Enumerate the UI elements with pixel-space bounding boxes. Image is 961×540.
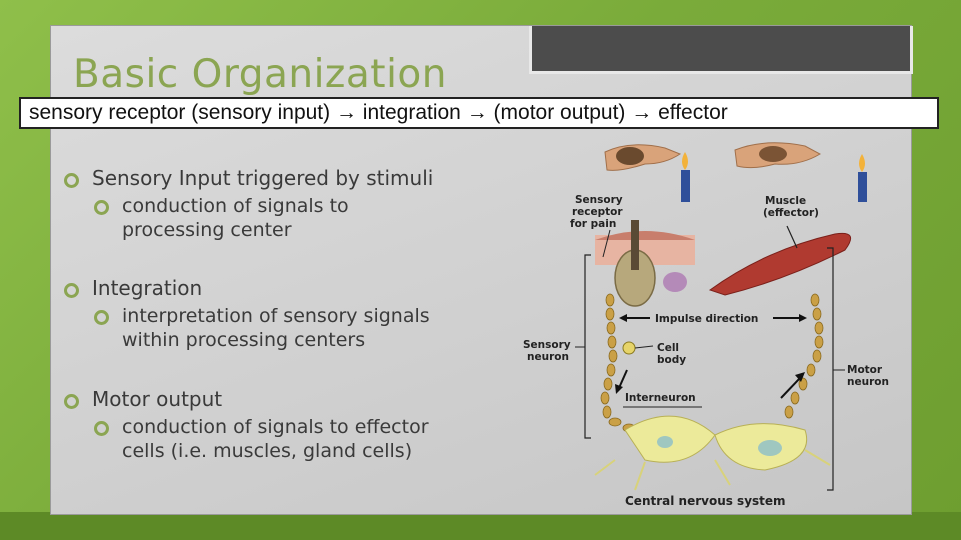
motor-bracket <box>827 247 834 491</box>
interneuron-cells <box>594 415 831 491</box>
label-sensory-receptor-3: for pain <box>570 218 616 230</box>
muscle-illustration <box>708 232 852 296</box>
bullet-icon <box>94 421 109 436</box>
bullet-item: Integration <box>62 276 430 300</box>
label-sensory-neuron-1: Sensory <box>523 339 571 351</box>
sensory-bracket <box>584 254 591 439</box>
sub-bullet-line: within processing centers <box>122 329 366 351</box>
sub-bullet-item: conduction of signals to processing cent… <box>62 194 433 242</box>
bullet-group: Motor output conduction of signals to ef… <box>62 387 429 463</box>
bullet-text: Sensory Input triggered by stimuli <box>92 166 434 190</box>
sub-bullet-line: processing center <box>122 219 292 241</box>
motor-neuron <box>784 293 824 419</box>
sub-bullet-line: conduction of signals to <box>122 195 349 217</box>
hand-pain-illustration <box>604 144 690 202</box>
top-decoration <box>529 26 913 74</box>
label-impulse-direction: Impulse direction <box>655 313 758 325</box>
sub-bullet-item: conduction of signals to effector cells … <box>62 415 429 463</box>
sub-bullet-line: conduction of signals to effector <box>122 416 429 438</box>
sensory-neuron <box>600 293 636 433</box>
bullet-text: Integration <box>92 276 203 300</box>
label-sensory-receptor-2: receptor <box>572 206 623 218</box>
flow-box: sensory receptor (sensory input) → integ… <box>19 97 939 129</box>
bullet-icon <box>94 310 109 325</box>
label-motor-neuron-1: Motor <box>847 364 883 376</box>
label-sensory-receptor-1: Sensory <box>575 194 623 206</box>
page-title: Basic Organization <box>73 52 447 97</box>
bullet-icon <box>94 200 109 215</box>
hand-withdraw-illustration <box>734 142 867 202</box>
label-motor-neuron-2: neuron <box>847 376 889 388</box>
background-bar <box>0 512 961 540</box>
label-sensory-neuron-2: neuron <box>527 351 569 363</box>
bullet-icon <box>64 283 79 298</box>
label-cell-body-1: Cell <box>657 342 679 354</box>
sub-bullet-line: cells (i.e. muscles, gland cells) <box>122 440 413 462</box>
sub-bullet-item: interpretation of sensory signals within… <box>62 304 430 352</box>
label-central-nervous-system: Central nervous system <box>625 494 786 508</box>
sub-bullet-line: interpretation of sensory signals <box>122 305 430 327</box>
bullet-group: Integration interpretation of sensory si… <box>62 276 430 352</box>
bullet-text: Motor output <box>92 387 223 411</box>
bullet-icon <box>64 173 79 188</box>
label-muscle-1: Muscle <box>765 195 806 207</box>
bullet-item: Sensory Input triggered by stimuli <box>62 166 433 190</box>
reflex-arc-diagram: Sensory receptor for pain Muscle (effect… <box>523 142 889 508</box>
label-muscle-2: (effector) <box>763 207 819 219</box>
skin-receptor-illustration <box>595 220 695 307</box>
bullet-icon <box>64 394 79 409</box>
label-interneuron: Interneuron <box>625 392 696 404</box>
label-cell-body-2: body <box>657 354 686 366</box>
bullet-item: Motor output <box>62 387 429 411</box>
cell-body <box>622 341 636 355</box>
bullet-group: Sensory Input triggered by stimuli condu… <box>62 166 433 242</box>
